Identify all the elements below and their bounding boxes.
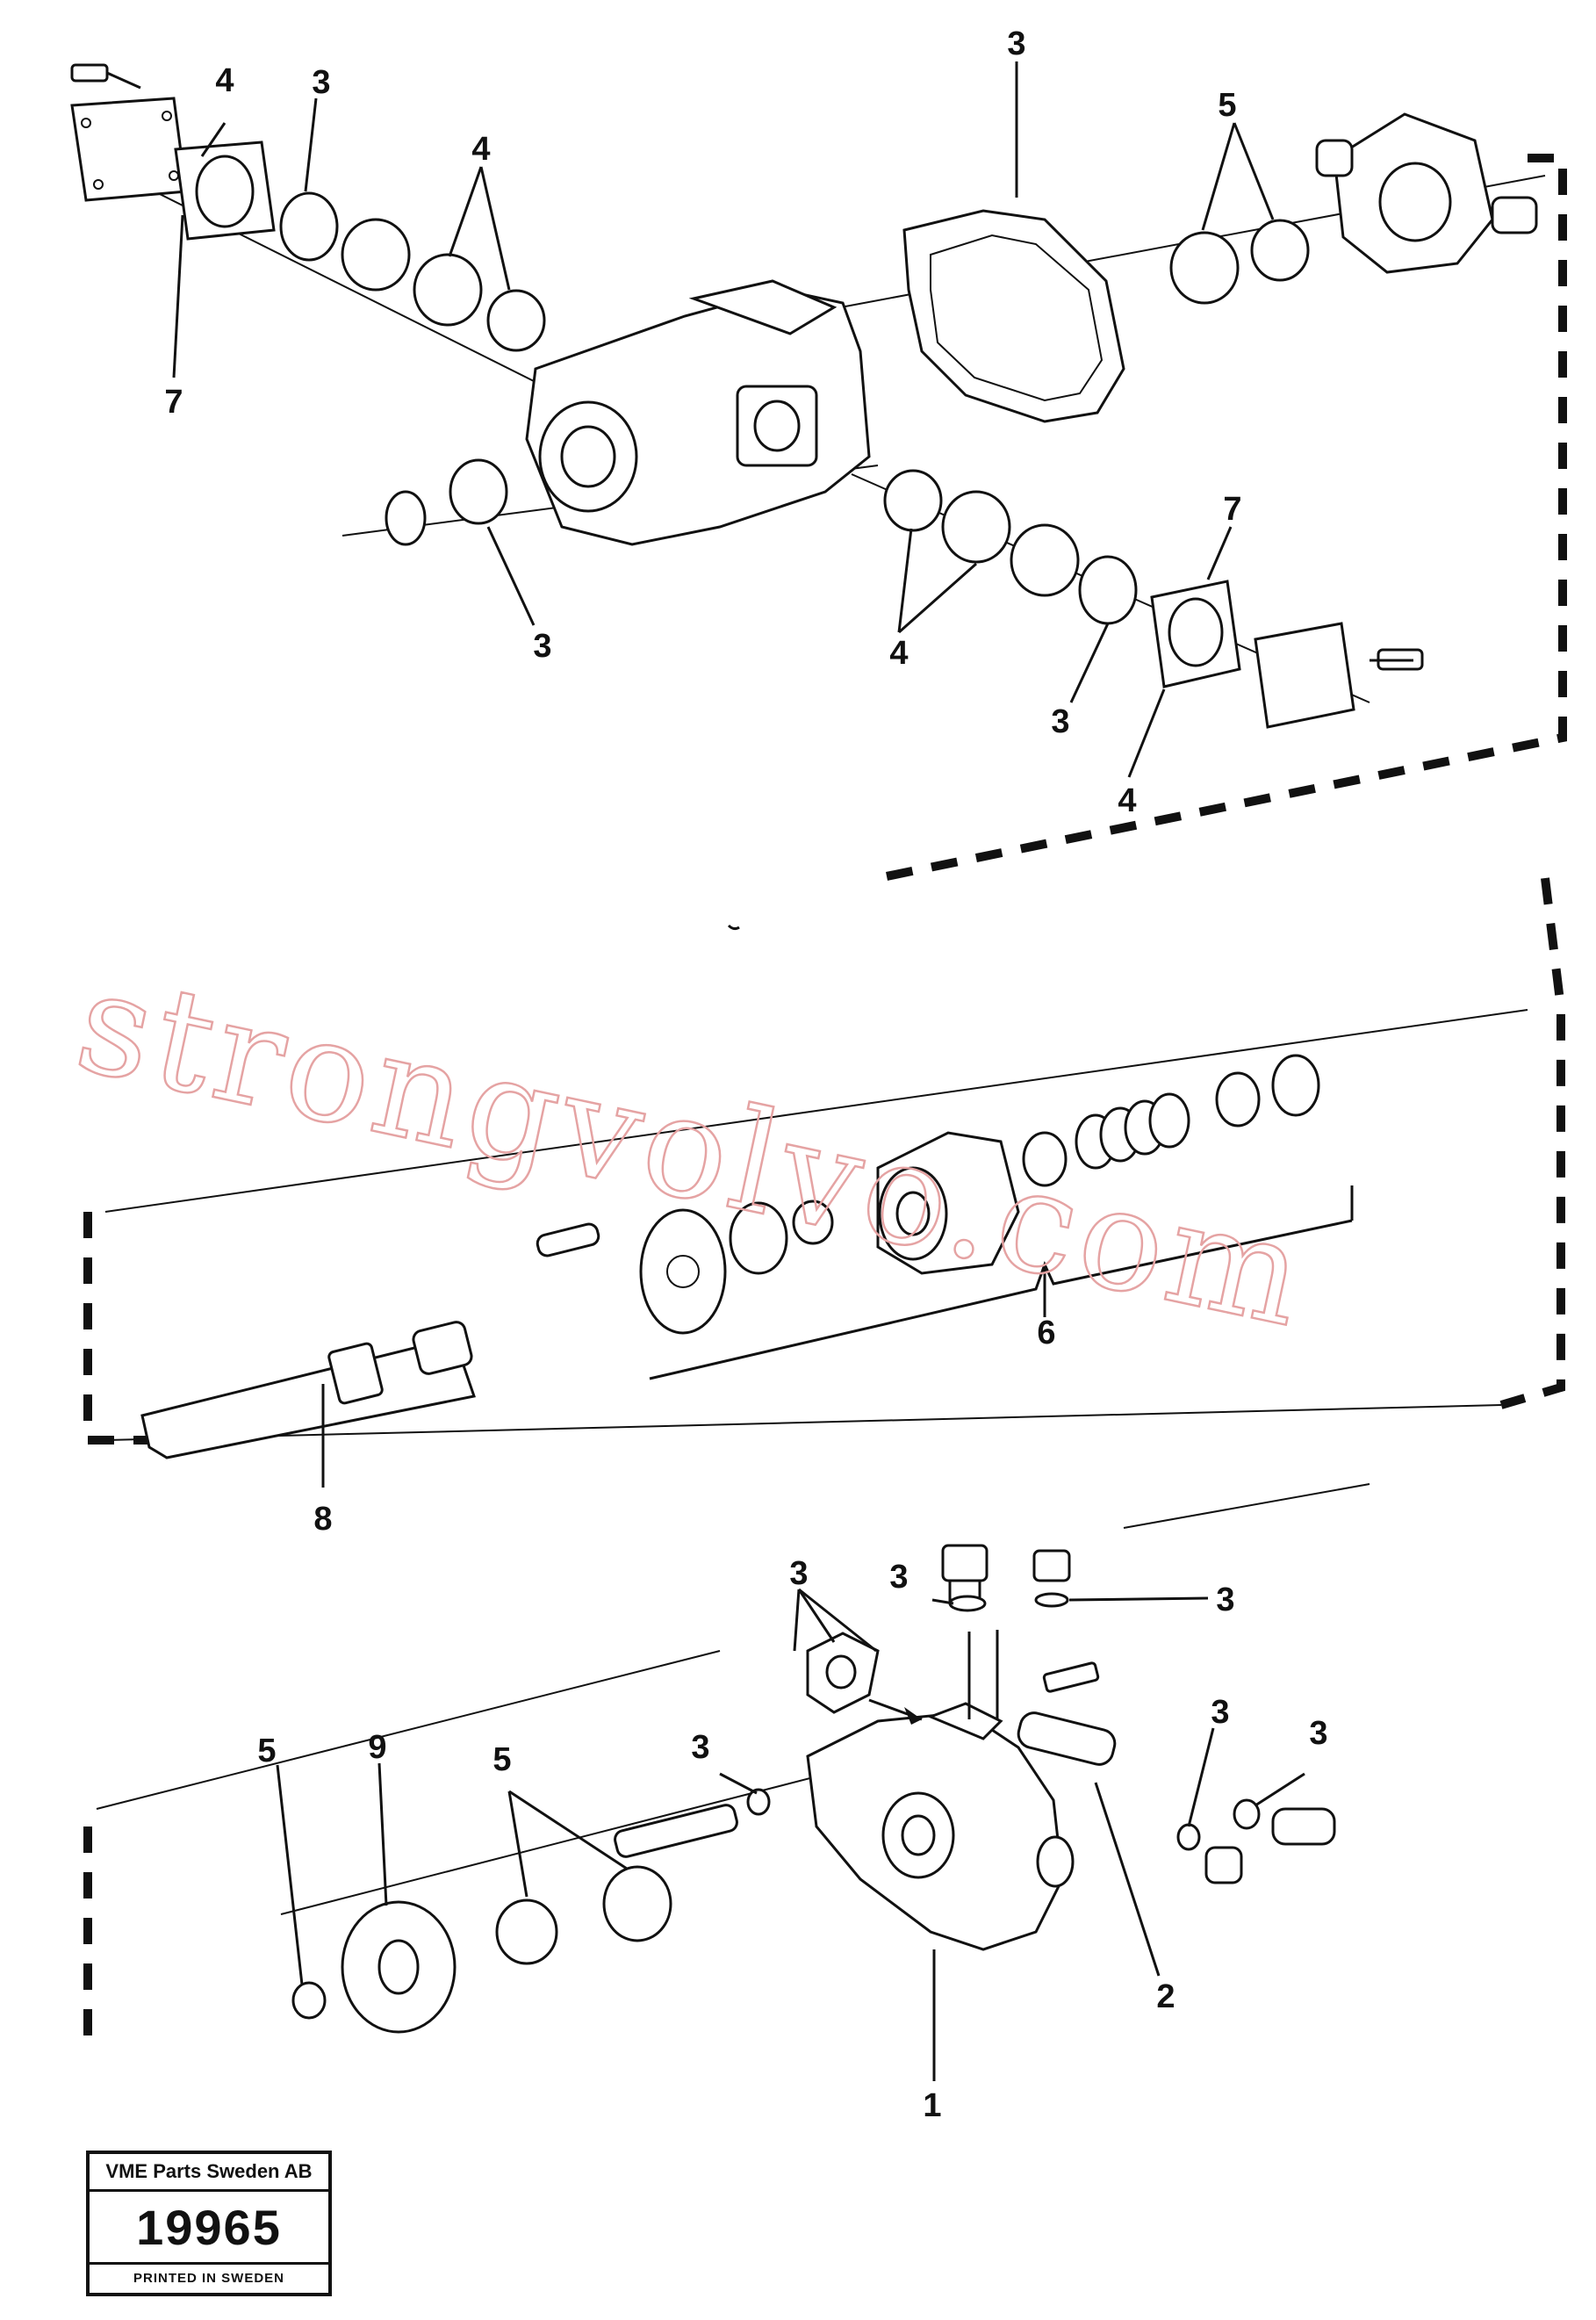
- callout-label: 3: [789, 1555, 808, 1592]
- callout-label: 7: [164, 384, 183, 421]
- plug-top: [941, 1544, 989, 1612]
- bushing: [729, 1201, 788, 1275]
- valve-cover: [806, 1702, 1075, 1951]
- bearing-cup-right: [1169, 231, 1240, 305]
- bearing-race-left: [413, 253, 483, 327]
- cover-plate-left: [70, 63, 188, 202]
- housing-assembly: 4 3 4 3 5 7 3 7 4 3 4: [70, 25, 1567, 883]
- stamp-number: 19965: [136, 2200, 282, 2255]
- o-ring-right: [1078, 555, 1138, 625]
- roller-bearing-lower-right: [883, 469, 943, 532]
- valve-spool: [967, 1630, 1117, 1766]
- plug-fitting: [1204, 1846, 1243, 1884]
- washer-2: [1215, 1071, 1261, 1128]
- callout-label: 6: [1037, 1315, 1055, 1351]
- callout-label: 3: [1216, 1581, 1234, 1618]
- bearing-race-lower: [602, 1865, 672, 1942]
- roller-bearing-lower: [495, 1899, 558, 1965]
- callout-label: 8: [313, 1501, 332, 1538]
- callout-label: 3: [533, 628, 551, 665]
- pump-housing: [525, 279, 871, 546]
- gasket-lower-right: [1150, 580, 1241, 688]
- valve-cover-assembly: 3 3 3 3 3 3 5 9 5 2 1: [83, 1483, 1370, 2124]
- callout-label: 3: [1211, 1694, 1229, 1731]
- plug-right: [1032, 1549, 1071, 1608]
- bearing-cup-lower-right: [1010, 523, 1080, 597]
- roller-bearing-left: [486, 289, 546, 352]
- callout-label: 7: [1223, 491, 1241, 528]
- cover-plate-right: [1254, 622, 1424, 729]
- callout-label: 5: [1218, 87, 1236, 124]
- rotor-body: [876, 1131, 1020, 1275]
- end-plate: [341, 1900, 457, 2034]
- callout-label: 5: [257, 1733, 276, 1769]
- callout-label: 9: [368, 1729, 386, 1766]
- drive-shaft: [140, 1321, 476, 1459]
- callout-label: 3: [691, 1729, 709, 1766]
- callout-label: 3: [312, 64, 330, 101]
- cam-ring: [639, 1208, 727, 1335]
- callout-label: 4: [471, 131, 490, 168]
- spring: [1075, 1092, 1190, 1170]
- gasket-right: [902, 209, 1125, 423]
- end-housing: [1315, 112, 1538, 274]
- flange-plate: [806, 1632, 923, 1725]
- shaft-rotor-assembly: 6 8: [83, 877, 1565, 1538]
- callout-label: 3: [1051, 703, 1069, 740]
- callout-label: 3: [1007, 25, 1025, 62]
- end-ring: [1271, 1054, 1320, 1117]
- gasket-left: [174, 140, 276, 241]
- callout-label: 4: [1118, 782, 1136, 819]
- bearing-race-lower-right: [941, 490, 1011, 564]
- elbow-fitting: [1271, 1807, 1336, 1846]
- valve-pin: [614, 1788, 771, 1858]
- callout-label: 2: [1156, 1978, 1175, 2015]
- part-number-stamp: VME Parts Sweden AB 19965 PRINTED IN SWE…: [86, 2151, 332, 2296]
- callout-label: 4: [215, 62, 234, 99]
- stamp-printed: PRINTED IN SWEDEN: [90, 2262, 328, 2293]
- callout-label: 1: [923, 2087, 941, 2124]
- callout-label: 5: [492, 1741, 511, 1778]
- pin: [536, 1222, 600, 1257]
- roller-bearing-right: [1250, 219, 1310, 282]
- callout-label: 3: [1309, 1715, 1327, 1752]
- callout-label: 3: [889, 1559, 908, 1596]
- roller-bearing-lower-left: [449, 458, 508, 525]
- stamp-company: VME Parts Sweden AB: [90, 2154, 328, 2192]
- callout-label: 4: [889, 635, 908, 672]
- seal-lower-left: [385, 490, 427, 546]
- o-ring-left: [279, 191, 339, 262]
- bearing-cup-left: [341, 218, 411, 292]
- seal-ring: [291, 1981, 327, 2020]
- washer: [1022, 1131, 1068, 1187]
- vane: [792, 1200, 834, 1245]
